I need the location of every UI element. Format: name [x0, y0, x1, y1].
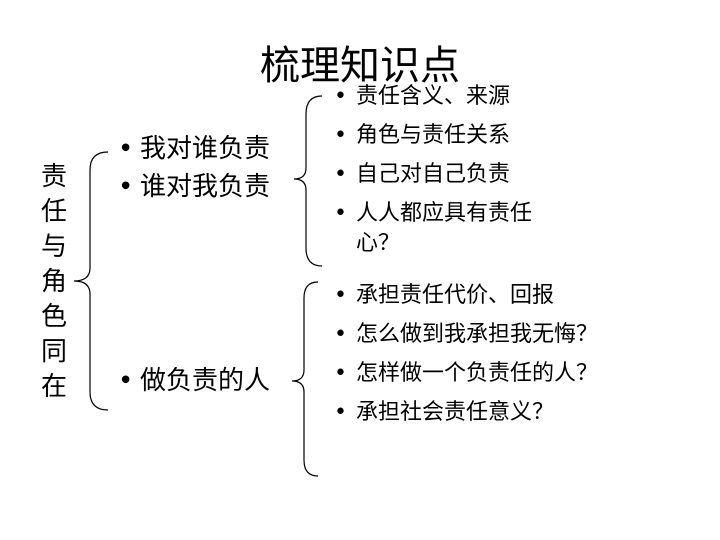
group-2-brace [291, 281, 319, 477]
list-item: 我对谁负责 [118, 130, 270, 168]
root-label-char: 责 [40, 162, 67, 192]
root-label-char: 任 [40, 197, 67, 227]
root-label-char: 在 [40, 372, 67, 402]
root-label-char: 同 [40, 337, 67, 367]
root-label: 责 任 与 角 色 同 在 [38, 160, 70, 405]
group-2-items: 做负责的人 [118, 362, 270, 400]
list-item: 责任含义、来源 [334, 82, 556, 112]
list-item: 怎么做到我承担我无悔？ [334, 320, 598, 350]
root-brace [73, 151, 109, 411]
list-item: 角色与责任关系 [334, 121, 556, 151]
list-item: 承担社会责任意义？ [334, 398, 598, 428]
list-item: 承担责任代价、回报 [334, 281, 598, 311]
list-item: 自己对自己负责 [334, 160, 556, 190]
group-1-subitems: 责任含义、来源 角色与责任关系 自己对自己负责 人人都应具有责任心？ [334, 82, 556, 268]
root-label-char: 角 [40, 267, 67, 297]
group-2-subitems: 承担责任代价、回报 怎么做到我承担我无悔？ 怎样做一个负责任的人？ 承担社会责任… [334, 281, 598, 437]
root-label-char: 色 [40, 302, 67, 332]
list-item: 人人都应具有责任心？ [334, 199, 556, 259]
root-label-char: 与 [40, 232, 67, 262]
list-item: 谁对我负责 [118, 168, 270, 206]
group-1-brace [293, 95, 323, 267]
list-item: 怎样做一个负责任的人？ [334, 359, 598, 389]
group-1-items: 我对谁负责 谁对我负责 [118, 130, 270, 206]
list-item: 做负责的人 [118, 362, 270, 400]
